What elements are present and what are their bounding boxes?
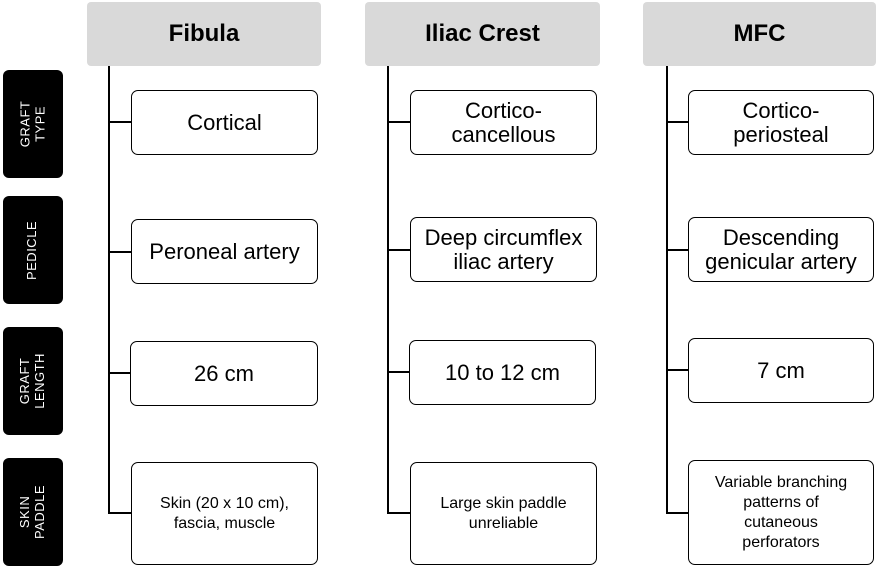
- connector-branch: [666, 249, 689, 251]
- iliac-crest-graft-type: Cortico- cancellous: [410, 90, 597, 155]
- fibula-skin-paddle: Skin (20 x 10 cm), fascia, muscle: [131, 462, 318, 565]
- iliac-crest-pedicle: Deep circumflex iliac artery: [410, 217, 597, 282]
- column-header-fibula: Fibula: [87, 2, 321, 66]
- mfc-pedicle: Descending genicular artery: [688, 217, 874, 282]
- row-label-skin-paddle-text: SKIN PADDLE: [17, 484, 47, 540]
- mfc-graft-length: 7 cm: [688, 338, 874, 403]
- connector-branch: [387, 512, 411, 514]
- connector-branch: [108, 372, 131, 374]
- fibula-graft-length: 26 cm: [130, 341, 318, 406]
- connector-trunk-fibula: [108, 66, 110, 513]
- connector-branch: [387, 249, 411, 251]
- column-header-mfc: MFC: [643, 2, 876, 66]
- iliac-crest-skin-paddle: Large skin paddle unreliable: [410, 462, 597, 565]
- mfc-skin-paddle: Variable branching patterns of cutaneous…: [688, 460, 874, 565]
- connector-trunk-iliac-crest: [387, 66, 389, 513]
- mfc-graft-type: Cortico- periosteal: [688, 90, 874, 155]
- row-label-pedicle-text: PEDICLE: [24, 220, 40, 280]
- row-label-pedicle: PEDICLE: [3, 196, 63, 304]
- connector-branch: [108, 512, 132, 514]
- row-label-graft-length: GRAFT LENGTH: [3, 327, 63, 435]
- column-header-iliac-crest: Iliac Crest: [365, 2, 600, 66]
- row-label-graft-length-text: GRAFT LENGTH: [17, 353, 47, 409]
- fibula-pedicle: Peroneal artery: [131, 219, 318, 284]
- fibula-graft-type: Cortical: [131, 90, 318, 155]
- connector-branch: [666, 121, 689, 123]
- row-label-graft-type: GRAFT TYPE: [3, 70, 63, 178]
- row-label-skin-paddle: SKIN PADDLE: [3, 458, 63, 566]
- connector-branch: [387, 371, 410, 373]
- connector-branch: [108, 251, 132, 253]
- connector-branch: [387, 121, 411, 123]
- connector-trunk-mfc: [666, 66, 668, 513]
- connector-branch: [108, 121, 132, 123]
- iliac-crest-graft-length: 10 to 12 cm: [409, 340, 596, 405]
- row-label-graft-type-text: GRAFT TYPE: [17, 100, 47, 148]
- connector-branch: [666, 369, 689, 371]
- connector-branch: [666, 512, 689, 514]
